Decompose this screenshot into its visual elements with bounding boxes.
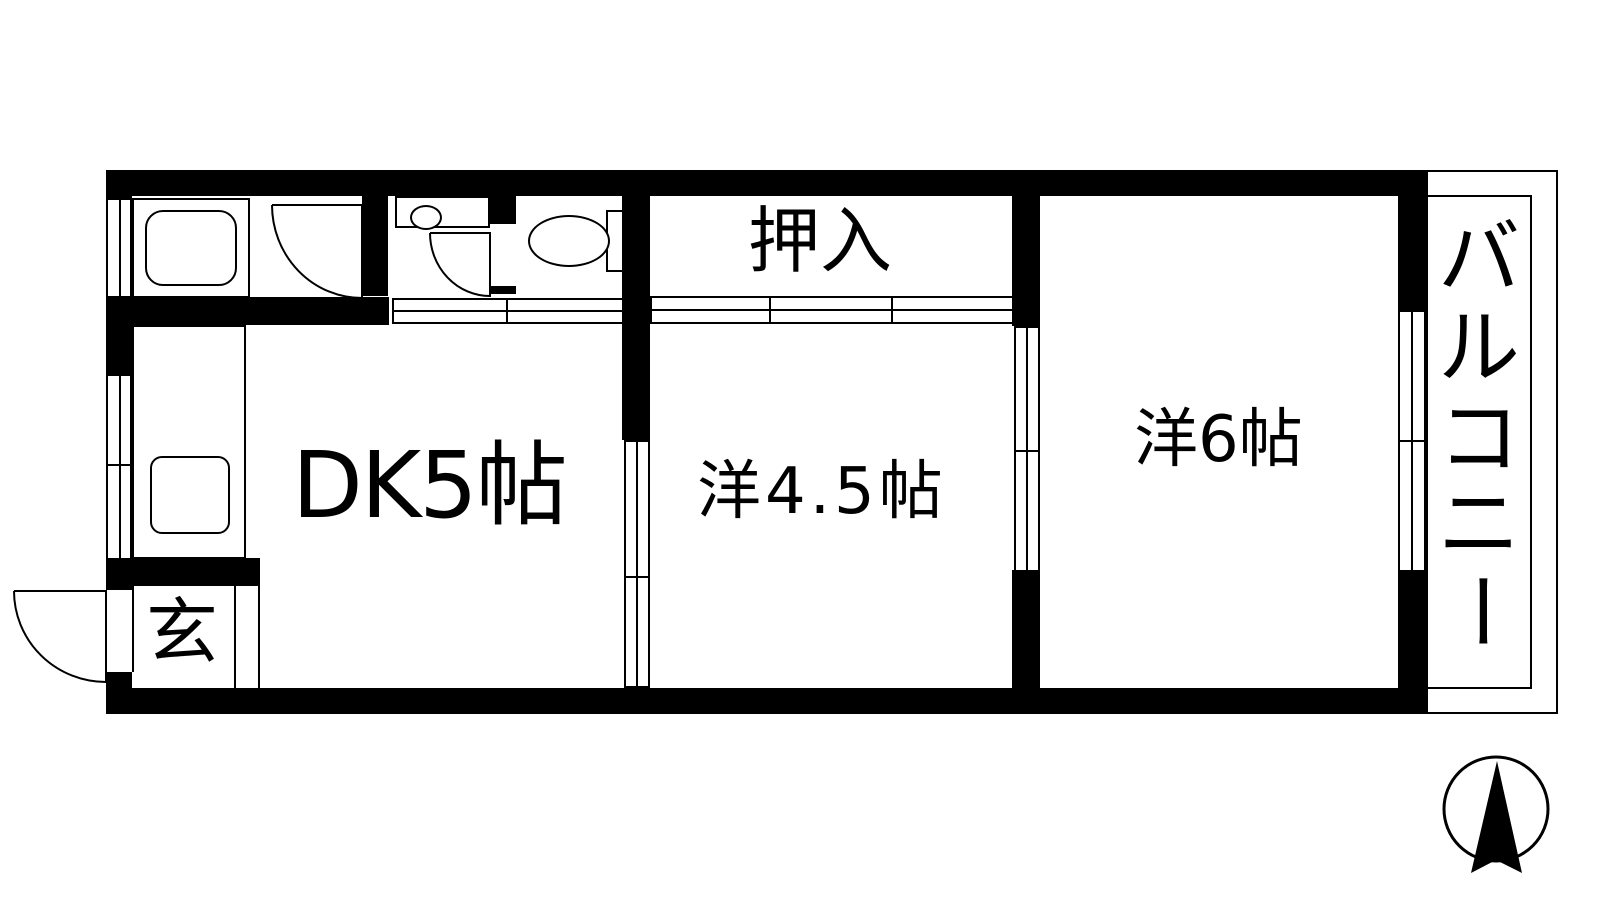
balcony-char: ル (1437, 301, 1520, 396)
sliding-door-mullion (636, 440, 638, 688)
wall-bottom (106, 688, 1426, 714)
wall-bath-bottom (106, 297, 389, 325)
window-balcony-tick (1398, 440, 1426, 442)
sliding-door2-mullion (1026, 326, 1028, 572)
wall-toilet-right (622, 196, 650, 440)
closet-door-split2 (891, 296, 893, 324)
balcony-char: バ (1437, 211, 1520, 306)
toilet-bowl (528, 215, 610, 267)
closet-door-split1 (769, 296, 771, 324)
wall-bath-divider (362, 196, 388, 296)
sliding-door-tick (624, 576, 650, 578)
entrance-step2 (258, 586, 260, 688)
wall-right-upper (1398, 170, 1426, 310)
wall-top (106, 170, 1426, 196)
room-label-entrance: 玄 (146, 590, 219, 674)
wall-toilet-divider-foot (490, 286, 516, 294)
sliding-door-washroom-rail (392, 310, 624, 312)
closet-door-rail (650, 309, 1014, 311)
room-label-balcony: バ ル コ ニ ー (1432, 211, 1527, 653)
window-bath-mullion (119, 198, 121, 298)
balcony-char: ニ (1437, 477, 1520, 572)
bathtub-basin (145, 210, 237, 286)
window-kitchen-tick (106, 464, 132, 466)
sliding-door-washroom-split (506, 298, 508, 324)
wall-left-upper (106, 170, 132, 200)
wall-toilet-divider (490, 196, 516, 224)
room-label-dk: DK5帖 (292, 432, 568, 539)
wall-entrance-top (106, 558, 260, 586)
window-kitchen-mullion (119, 374, 121, 560)
entrance-door-frame (132, 586, 134, 672)
wall-room-divider-lower (1012, 570, 1040, 688)
balcony-char: コ (1437, 391, 1520, 486)
entrance-step (234, 586, 236, 688)
washbasin-bowl (410, 205, 442, 230)
balcony-inner (1426, 195, 1532, 689)
room-label-closet: 押入 (748, 199, 893, 283)
room-label-western2: 洋6帖 (1134, 403, 1303, 477)
sliding-door2-tick (1014, 450, 1040, 452)
wall-right-lower (1398, 570, 1426, 714)
wall-closet-right (1012, 196, 1040, 326)
wall-left-bottom (106, 672, 132, 714)
room-label-western1: 洋4.5帖 (697, 455, 947, 529)
kitchen-sink (150, 456, 230, 534)
